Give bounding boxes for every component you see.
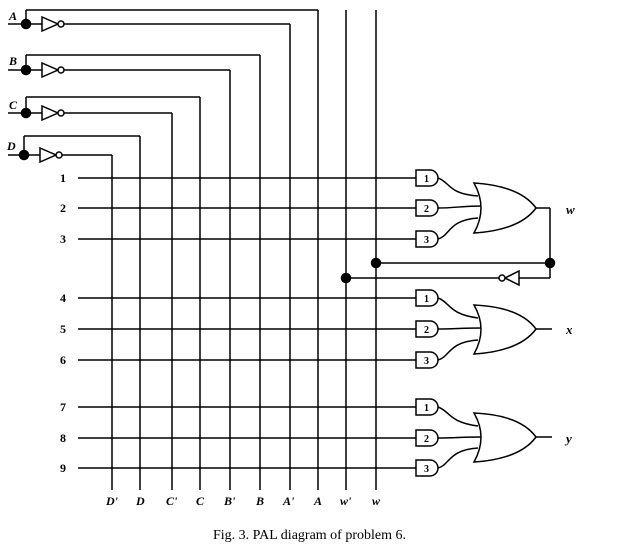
input-label-c: C: [9, 98, 18, 112]
and-gate-label: 2: [424, 434, 429, 445]
and-gate-label: 2: [424, 204, 429, 215]
and-gate-group-x: [415, 289, 483, 369]
or-gate-x: [472, 304, 537, 355]
and-gate-label: 1: [424, 174, 429, 185]
column-label-b: B: [255, 494, 264, 508]
column-label-a-prime: A': [282, 494, 295, 508]
and-gate-label: 3: [424, 235, 429, 246]
and-gate-label: 2: [424, 325, 429, 336]
column-label-a: A: [313, 494, 322, 508]
row-label-1: 1: [60, 171, 66, 185]
column-label-w-prime: w': [340, 494, 352, 508]
product-term-lines: [78, 177, 416, 469]
column-label-c-prime: C': [166, 494, 178, 508]
input-label-a: A: [8, 9, 17, 23]
column-label-c: C: [196, 494, 205, 508]
and-gate-label: 3: [424, 356, 429, 367]
input-d-wiring: [8, 135, 141, 490]
input-a-wiring: [8, 9, 319, 490]
and-gate-label: 1: [424, 403, 429, 414]
input-label-b: B: [8, 54, 17, 68]
input-label-d: D: [6, 139, 16, 153]
column-label-w: w: [372, 494, 381, 508]
output-w-feedback: [340, 207, 556, 287]
column-label-b-prime: B': [223, 494, 236, 508]
output-label-x: x: [565, 322, 573, 337]
column-label-d-prime: D': [105, 494, 119, 508]
feedback-columns: [345, 10, 377, 490]
or-gate-w: [472, 182, 537, 234]
row-label-9: 9: [60, 461, 66, 475]
or-gate-y: [472, 412, 537, 463]
output-label-y: y: [564, 431, 572, 446]
row-label-3: 3: [60, 232, 66, 246]
row-label-7: 7: [60, 400, 66, 414]
row-label-6: 6: [60, 353, 66, 367]
row-label-5: 5: [60, 322, 66, 336]
input-c-wiring: [8, 96, 201, 490]
and-gate-label: 3: [424, 464, 429, 475]
and-gate-group-w: [415, 169, 483, 248]
row-label-8: 8: [60, 431, 66, 445]
output-label-w: w: [566, 202, 575, 217]
figure-caption: Fig. 3. PAL diagram of problem 6.: [212, 528, 406, 543]
and-gate-label: 1: [424, 294, 429, 305]
input-b-wiring: [8, 54, 261, 490]
row-label-4: 4: [60, 291, 66, 305]
column-label-d: D: [135, 494, 145, 508]
row-label-2: 2: [60, 201, 66, 215]
and-gate-group-y: [415, 398, 483, 477]
